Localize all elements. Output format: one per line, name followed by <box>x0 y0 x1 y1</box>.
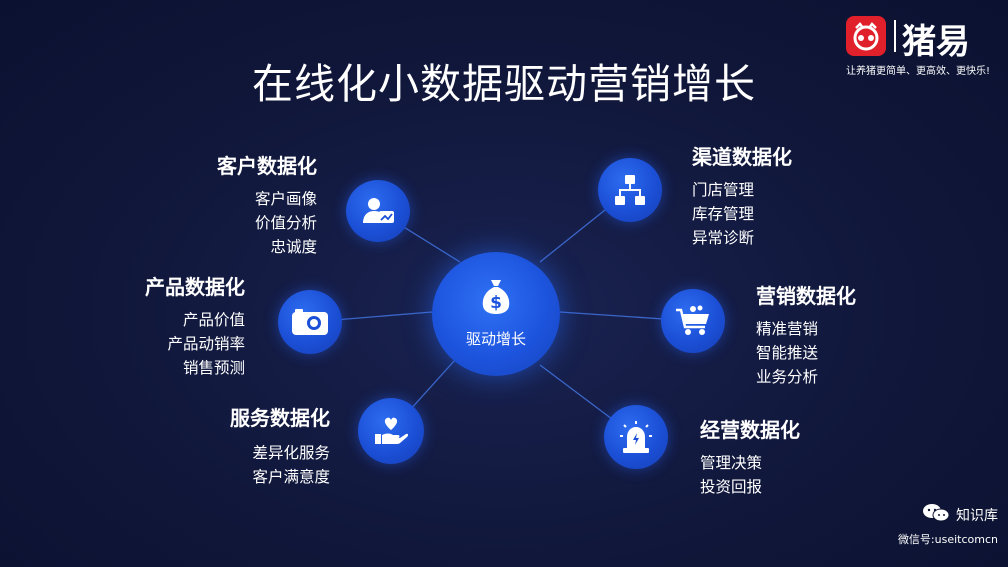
marketing-node <box>661 289 725 353</box>
service-node <box>358 398 424 464</box>
heart-hand-icon <box>373 416 409 446</box>
customer-group: 客户数据化 客户画像 价值分析 忠诚度 <box>217 150 317 259</box>
group-heading: 客户数据化 <box>217 154 317 178</box>
wechat-watermark: 知识库 微信号:useitcomcn <box>898 503 998 547</box>
camera-icon <box>291 308 329 336</box>
group-item: 投资回报 <box>700 478 763 496</box>
service-group: 服务数据化 差异化服务 客户满意度 <box>230 402 330 489</box>
logo-name: 猪易 <box>902 22 970 62</box>
alarm-light-icon <box>619 420 653 454</box>
watermark-id: 微信号:useitcomcn <box>897 533 998 546</box>
group-heading: 产品数据化 <box>145 275 245 299</box>
group-item: 业务分析 <box>756 368 819 386</box>
group-item: 精准营销 <box>756 320 819 338</box>
group-item: 产品价值 <box>182 311 245 329</box>
group-item: 价值分析 <box>254 214 317 232</box>
shopping-cart-icon <box>675 305 711 337</box>
center-label: 驱动增长 <box>465 330 526 348</box>
hierarchy-icon <box>613 174 647 206</box>
marketing-group: 营销数据化 精准营销 智能推送 业务分析 <box>756 280 856 389</box>
group-item: 异常诊断 <box>692 229 755 247</box>
group-item: 管理决策 <box>700 454 763 472</box>
group-item: 销售预测 <box>182 359 245 377</box>
center-node: $ 驱动增长 <box>432 252 560 376</box>
money-bag-icon: $ <box>480 276 512 320</box>
group-item: 门店管理 <box>692 181 755 199</box>
pig-logo-icon <box>846 16 886 56</box>
channel-node <box>598 158 662 222</box>
group-heading: 渠道数据化 <box>692 145 792 169</box>
operation-group: 经营数据化 管理决策 投资回报 <box>700 414 800 499</box>
customer-profile-icon <box>361 196 395 226</box>
group-item: 忠诚度 <box>270 238 317 256</box>
group-heading: 服务数据化 <box>230 406 330 430</box>
group-item: 产品动销率 <box>167 335 245 353</box>
group-item: 库存管理 <box>692 205 755 223</box>
group-item: 差异化服务 <box>252 444 330 462</box>
group-item: 智能推送 <box>756 344 819 362</box>
group-heading: 经营数据化 <box>700 418 800 442</box>
product-group: 产品数据化 产品价值 产品动销率 销售预测 <box>145 271 245 380</box>
customer-node <box>346 180 410 242</box>
group-item: 客户满意度 <box>252 468 330 486</box>
group-item: 客户画像 <box>254 190 317 208</box>
channel-group: 渠道数据化 门店管理 库存管理 异常诊断 <box>692 141 792 250</box>
logo-divider <box>894 20 896 52</box>
logo-slogan: 让养猪更简单、更高效、更快乐! <box>846 66 991 77</box>
watermark-name: 知识库 <box>956 508 998 524</box>
wechat-icon <box>922 503 950 527</box>
brand-logo: 猪易 让养猪更简单、更高效、更快乐! <box>846 16 996 78</box>
operation-node <box>604 405 668 469</box>
page-title: 在线化小数据驱动营销增长 <box>252 60 756 108</box>
group-heading: 营销数据化 <box>756 284 856 308</box>
svg-text:$: $ <box>490 293 502 313</box>
product-node <box>278 290 342 354</box>
